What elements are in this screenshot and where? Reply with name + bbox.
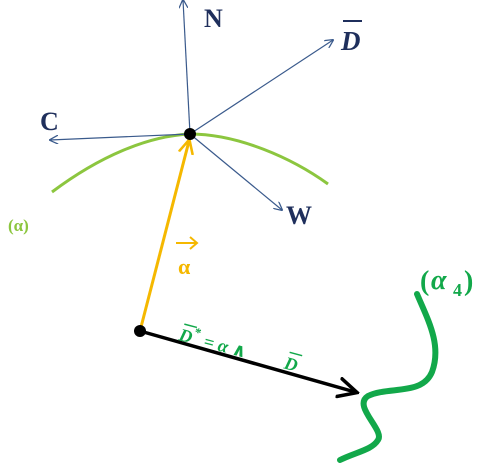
vector-c-arrow xyxy=(50,133,191,140)
paren-open: ( xyxy=(420,266,429,297)
overbar-d-2 xyxy=(289,351,303,357)
alpha4-letter: α xyxy=(431,265,447,296)
label-alpha4: ( α 4 ) xyxy=(420,265,473,300)
formula-rest: = α ∧ xyxy=(197,330,253,363)
origin-point xyxy=(134,325,146,337)
vector-accent-head xyxy=(189,236,199,250)
formula-d: D xyxy=(176,324,195,347)
vector-d-star-arrow xyxy=(139,329,355,392)
label-w: W xyxy=(286,201,312,230)
alpha4-subscript: 4 xyxy=(453,280,462,300)
vector-d-bar-arrow xyxy=(189,40,333,135)
label-c: C xyxy=(40,107,59,136)
label-d-bar: D xyxy=(340,20,362,56)
formula-d2: D xyxy=(281,352,300,375)
vector-alpha-arrow xyxy=(138,141,189,332)
label-alpha-curve: (α) xyxy=(8,216,29,235)
overbar-d-star xyxy=(184,323,198,329)
paren-close: ) xyxy=(464,266,473,297)
vector-n-arrow xyxy=(183,0,191,135)
label-alpha-vector-text: α xyxy=(178,254,191,279)
label-d-bar-text: D xyxy=(340,26,361,56)
vector-w-arrow xyxy=(189,133,282,210)
formula-star: * xyxy=(193,324,203,340)
curve-alpha4 xyxy=(337,291,439,463)
label-alpha-vector: α xyxy=(176,236,199,279)
label-n: N xyxy=(204,4,223,33)
point-on-curve xyxy=(184,128,196,140)
